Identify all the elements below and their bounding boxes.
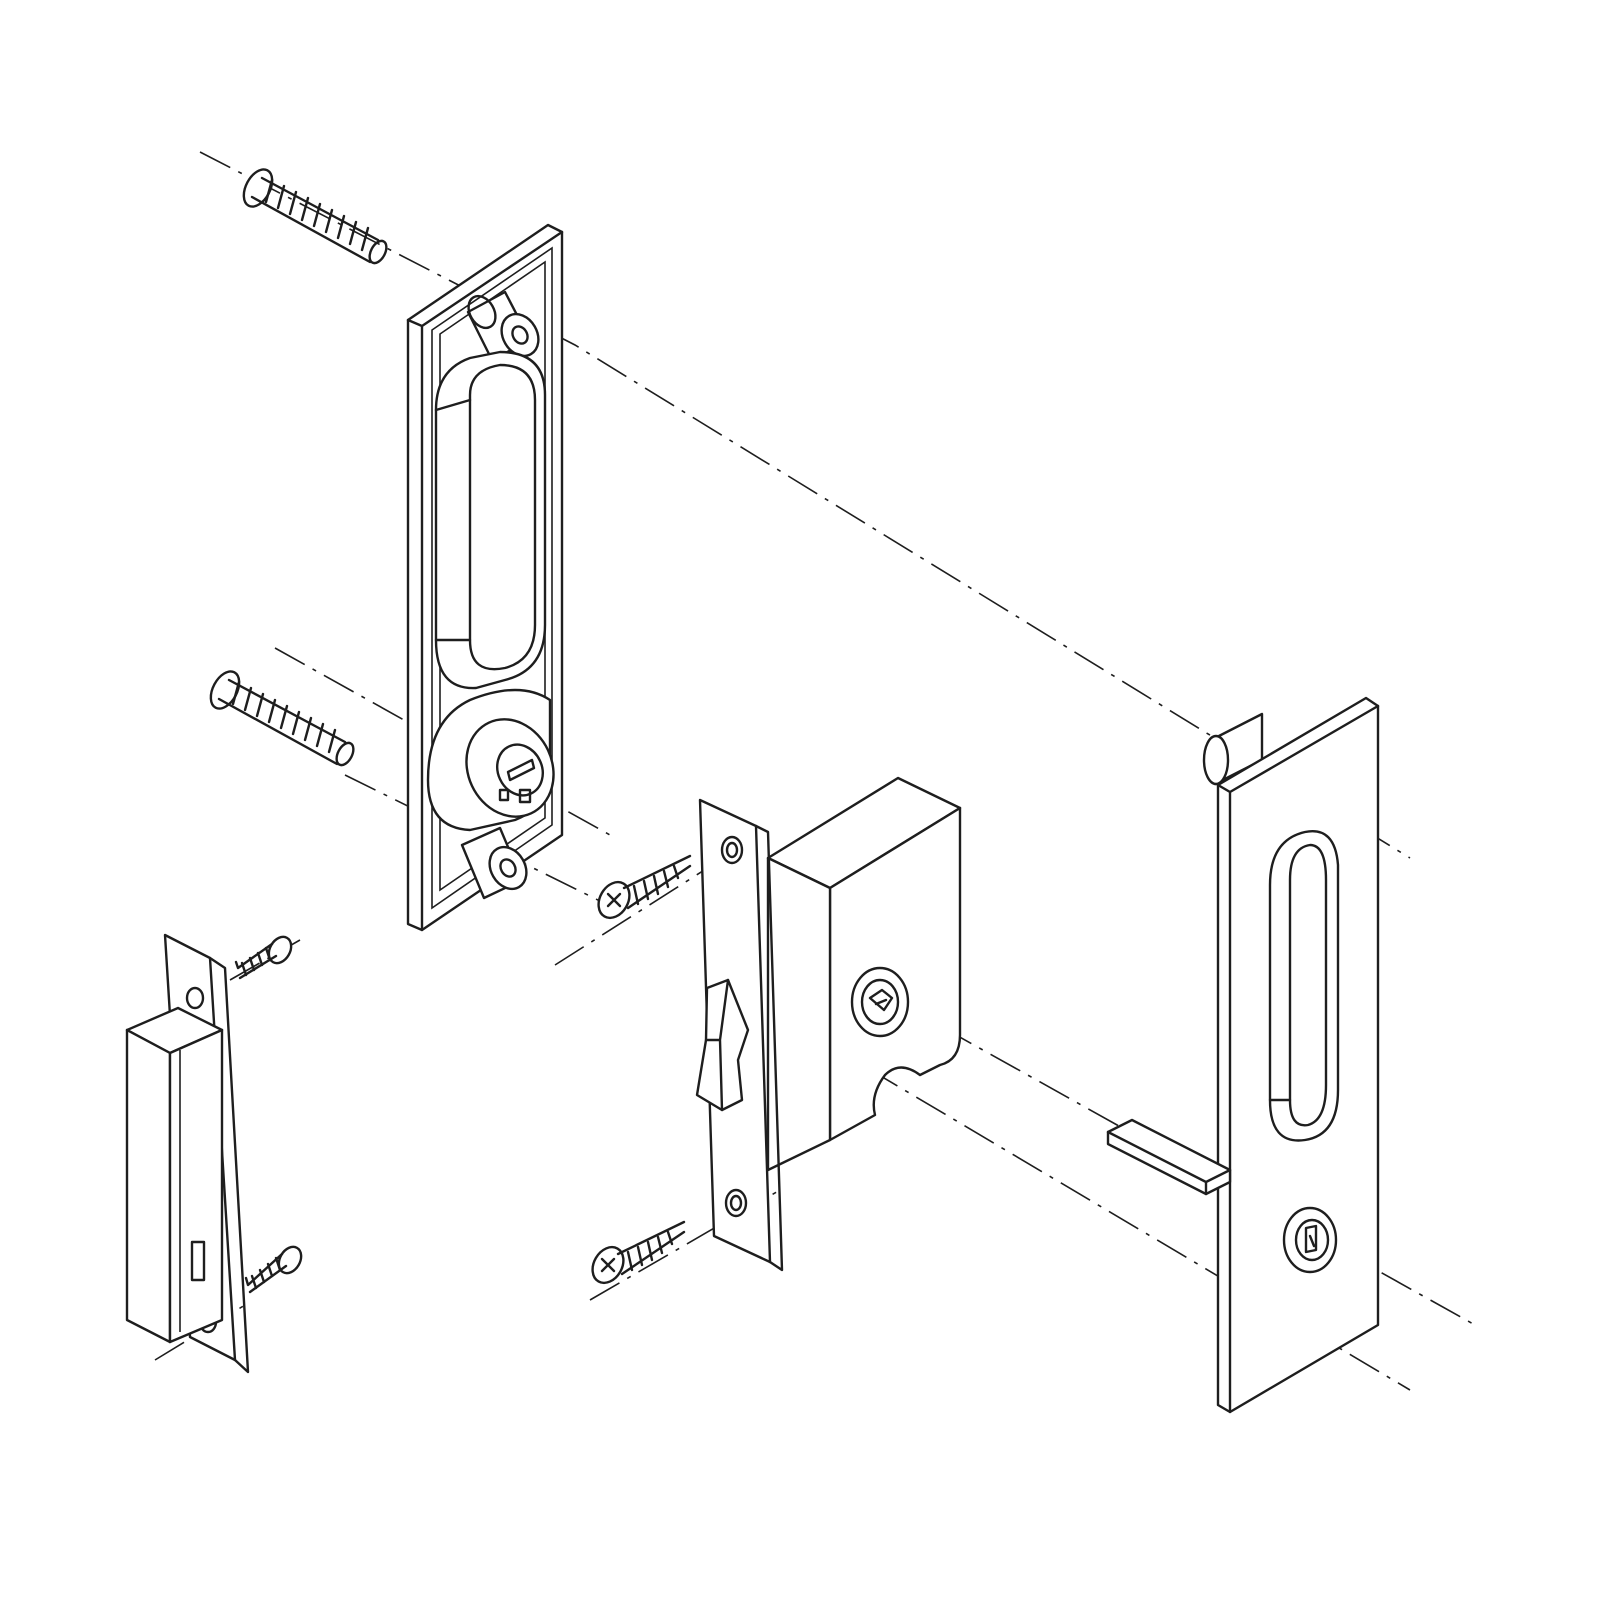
lock-faceplate bbox=[695, 798, 784, 1272]
thumbturn-slot bbox=[506, 758, 536, 782]
thumbturn-tab-right bbox=[518, 788, 532, 804]
machine-screw-bottom bbox=[209, 670, 355, 767]
outer-pull-plate bbox=[1202, 696, 1380, 1414]
faceplate-wood-screw-lower bbox=[591, 1220, 686, 1285]
strike-upper-hole bbox=[185, 986, 205, 1010]
spindle-bar bbox=[1106, 1118, 1232, 1196]
machine-screw-top bbox=[242, 168, 388, 265]
strike-wood-screw-upper bbox=[234, 935, 293, 980]
mortise-lock-body bbox=[695, 776, 962, 1272]
faceplate-upper-hole bbox=[720, 835, 744, 865]
strike-box bbox=[125, 1006, 224, 1344]
strike-latch-slot bbox=[190, 1240, 206, 1282]
strike-wood-screw-lower bbox=[244, 1245, 303, 1294]
thumbturn-tab-left bbox=[498, 788, 510, 802]
outer-finger-recess bbox=[1268, 830, 1340, 1142]
faceplate-wood-screw-upper bbox=[597, 854, 692, 920]
hook-bolt bbox=[695, 978, 750, 1112]
spindle-hub bbox=[860, 978, 900, 1026]
faceplate-lower-hole bbox=[724, 1188, 748, 1218]
inner-pull-plate bbox=[406, 223, 564, 932]
finger-recess bbox=[434, 350, 547, 690]
strike-plate bbox=[125, 933, 250, 1374]
lower-screw-boss bbox=[460, 826, 528, 900]
key-cylinder bbox=[1282, 1206, 1338, 1274]
thumbturn-housing bbox=[426, 688, 555, 832]
upper-screw-boss bbox=[466, 290, 540, 362]
